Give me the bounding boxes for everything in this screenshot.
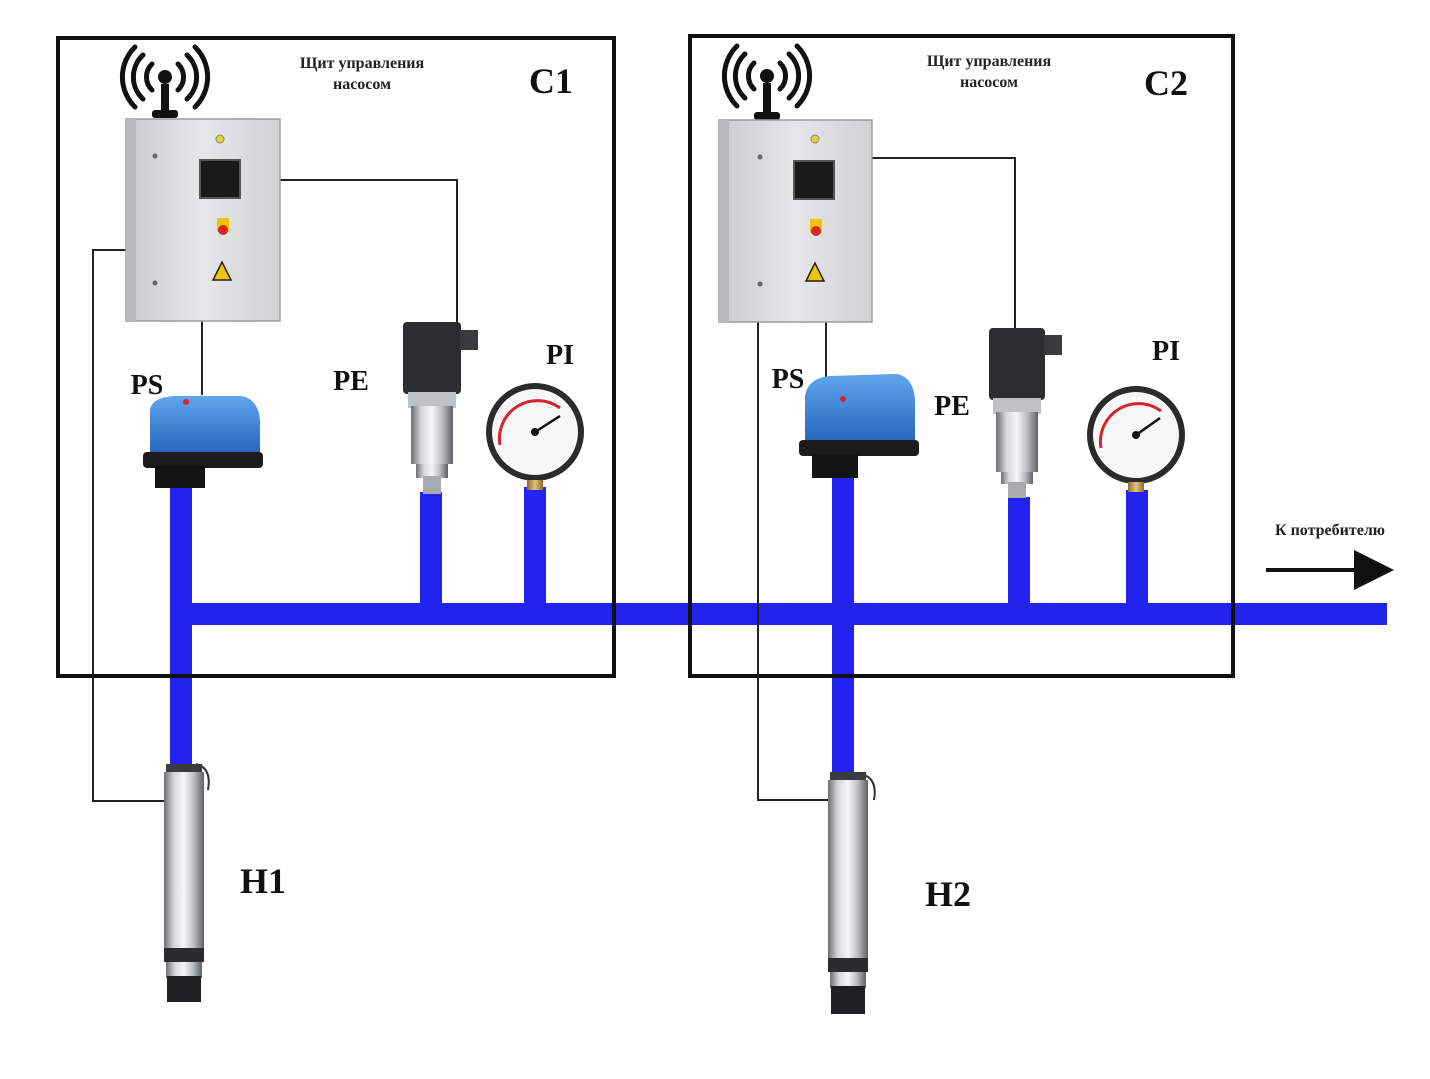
c1-pi-label: PI bbox=[546, 340, 574, 371]
c1-pe-wire bbox=[280, 179, 458, 330]
c2-pe-label: PE bbox=[934, 391, 970, 422]
c2-wireless-antenna-icon bbox=[721, 43, 813, 120]
h2-label: H2 bbox=[925, 874, 971, 914]
c2-h2-wire bbox=[757, 322, 830, 801]
c2-pressure-gauge bbox=[1087, 386, 1185, 492]
h2-submersible-pump bbox=[828, 772, 876, 1014]
h1-riser-pipe bbox=[170, 488, 192, 766]
pipe-network bbox=[170, 478, 1387, 774]
h1-label: H1 bbox=[240, 861, 286, 901]
c2-panel-title-line1: Щит управления bbox=[927, 53, 1052, 70]
c1-hazard-warning-icon bbox=[211, 260, 233, 281]
c1-ps-label: PS bbox=[131, 370, 164, 401]
c2-pressure-switch bbox=[799, 374, 919, 478]
c2-pi-branch-pipe bbox=[1126, 490, 1148, 607]
c1-pe-branch-pipe bbox=[420, 492, 442, 607]
c2-pi-label: PI bbox=[1152, 336, 1180, 367]
c1-panel-title-line1: Щит управления bbox=[300, 55, 425, 72]
c1-pi-branch-pipe bbox=[524, 487, 546, 607]
c2-hazard-warning-icon bbox=[804, 261, 826, 282]
h1-submersible-pump bbox=[164, 763, 210, 1002]
c1-pe-label: PE bbox=[333, 366, 369, 397]
c2-pe-wire bbox=[872, 157, 1016, 332]
c2-control-cabinet bbox=[718, 119, 873, 323]
c1-pressure-transmitter bbox=[403, 322, 478, 494]
c2-id-label: C2 bbox=[1144, 63, 1188, 103]
outlet-label: К потребителю bbox=[1275, 522, 1385, 539]
h2-riser-pipe bbox=[832, 478, 854, 774]
c1-frame bbox=[56, 36, 616, 678]
c1-panel-title-line2: насосом bbox=[333, 76, 391, 93]
c1-h1-wire bbox=[92, 249, 165, 802]
c1-control-cabinet bbox=[125, 118, 281, 322]
c2-panel-title-line2: насосом bbox=[960, 74, 1018, 91]
control-wiring bbox=[92, 157, 1016, 802]
c2-ps-label: PS bbox=[772, 364, 805, 395]
c1-hmi-display bbox=[199, 159, 241, 199]
c1-id-label: C1 bbox=[529, 61, 573, 101]
c2-pe-branch-pipe bbox=[1008, 497, 1030, 607]
c1-pressure-gauge bbox=[486, 383, 584, 490]
c2-pressure-transmitter bbox=[989, 328, 1062, 498]
c1-pressure-switch bbox=[143, 396, 263, 488]
c2-hmi-display bbox=[793, 160, 835, 200]
main-header-pipe bbox=[170, 603, 1387, 625]
c2-frame bbox=[688, 34, 1235, 678]
c1-wireless-antenna-icon bbox=[119, 44, 211, 118]
